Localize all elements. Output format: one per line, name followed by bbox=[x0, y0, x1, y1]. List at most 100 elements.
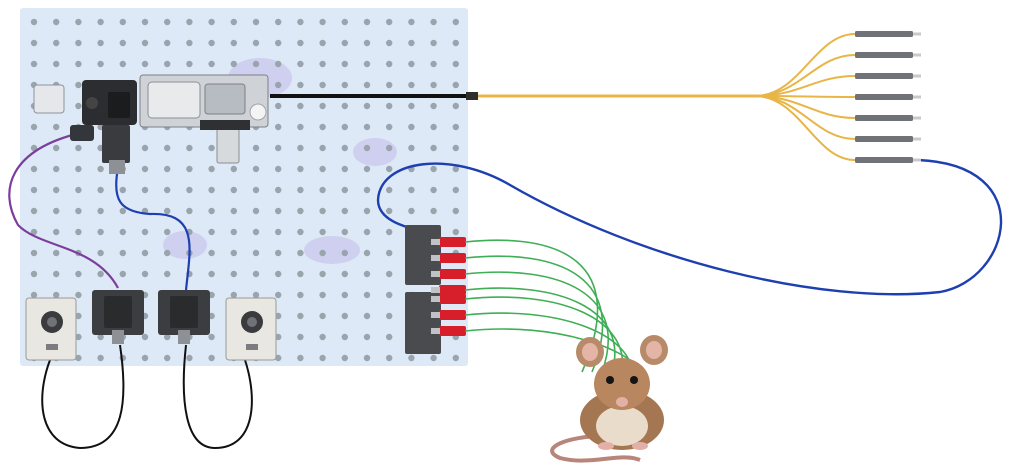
breadboard-hole bbox=[452, 18, 459, 26]
breadboard-hole bbox=[252, 291, 260, 299]
breadboard-hole bbox=[319, 123, 326, 131]
breadboard-hole bbox=[30, 144, 38, 152]
red-connector bbox=[439, 326, 466, 336]
breadboard-hole bbox=[275, 207, 282, 215]
breadboard-hole bbox=[386, 165, 393, 173]
breadboard-hole bbox=[141, 333, 149, 341]
breadboard-hole bbox=[452, 81, 459, 89]
breadboard-hole bbox=[30, 165, 38, 173]
breadboard-hole bbox=[97, 354, 104, 362]
breadboard-hole bbox=[341, 81, 348, 89]
breadboard-hole bbox=[186, 144, 193, 152]
breadboard-hole bbox=[53, 249, 60, 257]
breadboard-hole bbox=[319, 228, 326, 236]
breadboard-hole bbox=[119, 249, 127, 257]
breadboard-hole bbox=[430, 144, 437, 152]
breadboard-hole bbox=[230, 18, 237, 26]
breadboard-hole bbox=[341, 249, 348, 257]
breadboard-hole bbox=[208, 354, 215, 362]
breadboard-hole bbox=[75, 291, 82, 299]
breadboard-hole bbox=[363, 60, 371, 68]
breadboard-hole bbox=[252, 18, 260, 26]
breadboard-hole bbox=[275, 165, 282, 173]
breadboard-hole bbox=[319, 144, 326, 152]
breadboard-hole bbox=[97, 228, 104, 236]
breadboard-hole bbox=[386, 144, 393, 152]
breadboard-hole bbox=[341, 60, 348, 68]
breadboard-hole bbox=[386, 123, 393, 131]
breadboard-hole bbox=[230, 60, 237, 68]
breadboard-hole bbox=[297, 207, 304, 215]
connector-pin bbox=[431, 287, 440, 293]
breadboard-hole bbox=[319, 39, 326, 47]
mouse bbox=[550, 335, 668, 463]
signal-cable bbox=[8, 131, 119, 289]
breadboard-hole bbox=[252, 270, 260, 278]
breadboard-hole bbox=[75, 39, 82, 47]
breadboard-hole bbox=[452, 207, 459, 215]
breadboard-hole bbox=[341, 39, 348, 47]
breadboard-hole bbox=[141, 60, 149, 68]
breadboard-hole bbox=[164, 354, 171, 362]
fiber-launch-stage bbox=[139, 74, 269, 164]
breadboard-hole bbox=[297, 81, 304, 89]
breadboard-hole bbox=[430, 60, 437, 68]
breadboard-hole bbox=[53, 144, 60, 152]
breadboard-hole bbox=[319, 291, 326, 299]
breadboard-hole bbox=[186, 165, 193, 173]
breadboard-hole bbox=[230, 291, 237, 299]
breadboard-hole bbox=[386, 207, 393, 215]
breadboard-hole bbox=[297, 123, 304, 131]
breadboard-hole bbox=[141, 228, 149, 236]
breadboard-hole bbox=[252, 207, 260, 215]
breadboard-hole bbox=[97, 18, 104, 26]
breadboard-hole bbox=[75, 18, 82, 26]
breadboard-hole bbox=[164, 186, 171, 194]
breadboard-hole bbox=[141, 165, 149, 173]
detector-right bbox=[158, 290, 210, 344]
breadboard-hole bbox=[208, 18, 215, 26]
breadboard-hole bbox=[164, 228, 171, 236]
breadboard-hole bbox=[363, 81, 371, 89]
breadboard-hole bbox=[341, 291, 348, 299]
breadboard-hole bbox=[30, 228, 38, 236]
breadboard-hole bbox=[30, 270, 38, 278]
breadboard-hole bbox=[97, 165, 104, 173]
breadboard-hole bbox=[230, 270, 237, 278]
breadboard-hole bbox=[230, 165, 237, 173]
breadboard-hole bbox=[252, 60, 260, 68]
breadboard-hole bbox=[363, 354, 371, 362]
breadboard-hole bbox=[363, 186, 371, 194]
mouse-tail bbox=[550, 434, 641, 463]
breadboard-hole bbox=[97, 39, 104, 47]
breadboard-hole bbox=[341, 144, 348, 152]
mouse-head bbox=[594, 358, 650, 410]
breadboard-hole bbox=[319, 312, 326, 320]
breadboard-hole bbox=[386, 312, 393, 320]
fiber-bundle bbox=[270, 31, 921, 163]
fiber-connector bbox=[855, 52, 913, 58]
breadboard-hole bbox=[75, 186, 82, 194]
breadboard-hole bbox=[408, 144, 415, 152]
breadboard-hole bbox=[186, 207, 193, 215]
breadboard-hole bbox=[141, 354, 149, 362]
breadboard-hole bbox=[452, 228, 459, 236]
breadboard-hole bbox=[75, 354, 82, 362]
breadboard-hole bbox=[386, 18, 393, 26]
electrode-wire bbox=[464, 239, 599, 373]
connector-pin bbox=[431, 271, 440, 277]
breadboard-hole bbox=[319, 270, 326, 278]
breadboard-hole bbox=[363, 228, 371, 236]
breadboard-hole bbox=[119, 228, 127, 236]
breadboard-hole bbox=[319, 102, 326, 110]
breadboard-hole bbox=[297, 18, 304, 26]
breadboard-hole bbox=[452, 60, 459, 68]
rotary-joint-block bbox=[405, 225, 466, 354]
breadboard-hole bbox=[208, 144, 215, 152]
fiber-tip bbox=[913, 158, 921, 162]
fiber-connector bbox=[855, 94, 913, 100]
breadboard-hole bbox=[386, 249, 393, 257]
breadboard-hole bbox=[30, 123, 38, 131]
red-connector bbox=[439, 310, 466, 320]
breadboard-hole bbox=[97, 333, 104, 341]
